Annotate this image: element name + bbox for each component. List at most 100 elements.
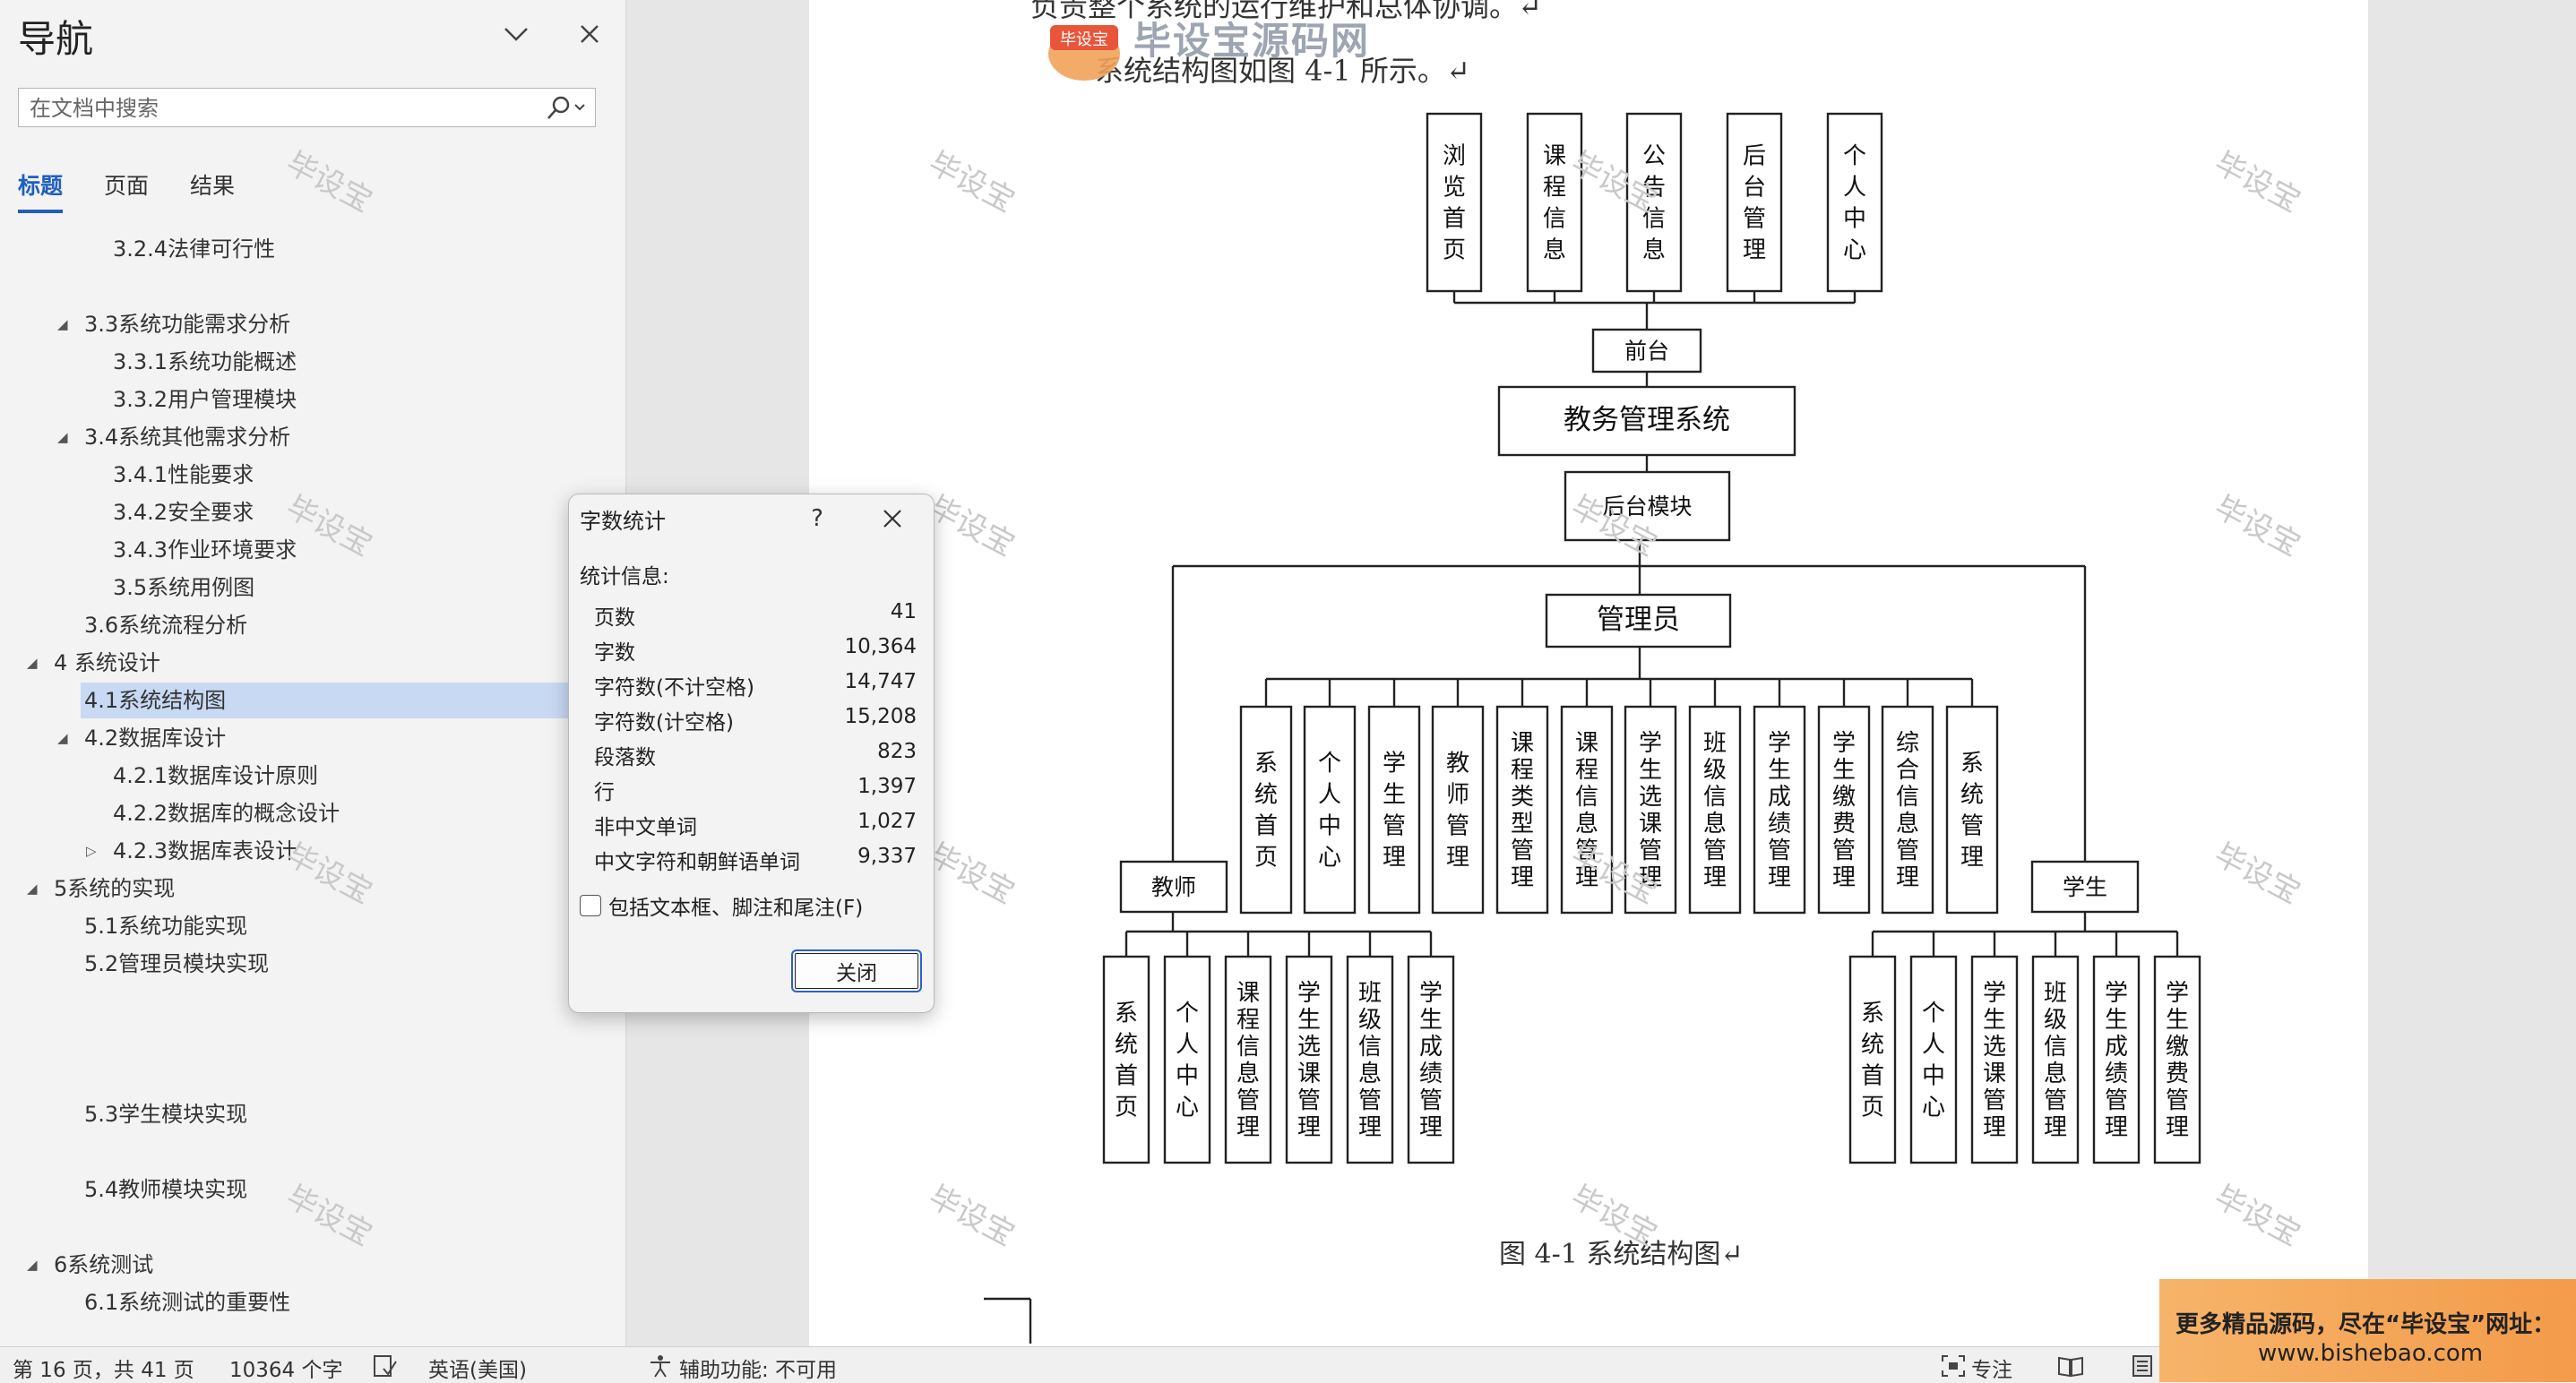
word-count[interactable]: 10364 个字: [229, 1359, 343, 1382]
nav-heading-item[interactable]: 3.4系统其他需求分析: [84, 425, 291, 450]
nav-heading-item[interactable]: 5系统的实现: [54, 876, 176, 901]
nav-heading-item[interactable]: 3.6系统流程分析: [84, 613, 248, 638]
accessibility-icon[interactable]: [647, 1354, 674, 1383]
front-label: 前台: [1624, 339, 1669, 365]
dialog-close-icon[interactable]: [870, 496, 915, 541]
tab-headings[interactable]: 标题: [18, 168, 64, 213]
language-indicator[interactable]: 英语(美国): [428, 1359, 527, 1382]
collapse-arrow-icon[interactable]: ◢: [27, 1257, 38, 1273]
nav-heading-item[interactable]: 3.3.1系统功能概述: [113, 349, 297, 374]
focus-mode[interactable]: 专注: [1971, 1359, 2012, 1382]
promo-url[interactable]: www.bishebao.com: [2258, 1340, 2484, 1367]
accessibility-status[interactable]: 辅助功能: 不可用: [679, 1359, 838, 1382]
nav-heading-item[interactable]: 5.4教师模块实现: [84, 1177, 248, 1202]
include-textboxes-option[interactable]: 包括文本框、脚注和尾注(F): [580, 890, 863, 921]
collapse-arrow-icon[interactable]: ◢: [27, 880, 38, 897]
admin-item-label: 个人中心: [1318, 751, 1341, 872]
logo-badge: 毕设宝: [1060, 30, 1108, 49]
teacher-item-box: [1407, 955, 1455, 1164]
root-label: 教务管理系统: [1564, 404, 1730, 436]
nav-heading-item[interactable]: 3.4.3作业环境要求: [113, 537, 297, 563]
back-module-box: [1564, 470, 1731, 542]
search-icon: [547, 96, 585, 119]
collapse-arrow-icon[interactable]: ◢: [57, 730, 68, 746]
expand-arrow-icon[interactable]: ▷: [86, 843, 97, 859]
nav-heading-item[interactable]: 4.2.2数据库的概念设计: [113, 801, 340, 826]
read-mode-icon[interactable]: [2057, 1354, 2084, 1383]
dialog-title: 字数统计: [580, 509, 666, 534]
nav-heading-item[interactable]: 6.1系统测试的重要性: [84, 1290, 291, 1315]
site-logo: 毕设宝: [1048, 25, 1120, 81]
admin-item-box: [1945, 705, 1999, 915]
page-count[interactable]: 第 16 页，共 41 页: [13, 1359, 194, 1382]
nav-heading-item[interactable]: 5.1系统功能实现: [84, 914, 248, 939]
include-checkbox[interactable]: [580, 895, 601, 916]
teacher-item-label: 班级信息管理: [1358, 980, 1382, 1141]
admin-item-box: [1367, 705, 1421, 915]
print-layout-icon[interactable]: [2131, 1354, 2154, 1383]
stat-value: 1,397: [857, 775, 917, 798]
nav-heading-item[interactable]: 3.5系统用例图: [113, 575, 255, 600]
nav-heading-item[interactable]: 4.2.1数据库设计原则: [113, 763, 319, 788]
stat-label: 行: [594, 781, 615, 804]
nav-heading-item[interactable]: 3.2.4法律可行性: [113, 236, 276, 262]
teacher-item-box: [1163, 955, 1211, 1164]
stat-value: 14,747: [844, 670, 917, 693]
system-structure-diagram: 浏览首页课程信息公告信息后台管理个人中心前台教务管理系统后台模块管理员系统首页个…: [984, 112, 2201, 1344]
nav-heading-item[interactable]: 3.3.2用户管理模块: [113, 387, 297, 412]
nav-heading-item[interactable]: 3.4.2安全要求: [113, 500, 254, 525]
front-item-box: [1426, 112, 1483, 293]
nav-heading-item[interactable]: 4 系统设计: [54, 650, 160, 675]
nav-close-icon[interactable]: [572, 16, 607, 52]
teacher-item-box: [1346, 955, 1394, 1164]
tab-pages[interactable]: 页面: [104, 173, 150, 199]
stat-value: 823: [877, 740, 917, 763]
student-item-label: 学生成绩管理: [2105, 980, 2128, 1141]
nav-heading-item[interactable]: 4.2.3数据库表设计: [113, 838, 297, 863]
nav-heading-item[interactable]: 6系统测试: [54, 1252, 154, 1277]
front-item-label: 浏览首页: [1443, 143, 1466, 264]
teacher-label: 教师: [1151, 874, 1196, 900]
help-button[interactable]: ?: [811, 505, 823, 532]
collapse-arrow-icon[interactable]: ◢: [57, 429, 68, 445]
admin-item-label: 系统管理: [1960, 751, 1984, 872]
front-item-box: [1526, 112, 1583, 293]
proofing-icon[interactable]: [373, 1354, 398, 1383]
search-dropdown-button[interactable]: [541, 92, 591, 123]
nav-heading-item[interactable]: 4.1系统结构图: [81, 683, 572, 718]
include-label: 包括文本框、脚注和尾注(F): [608, 897, 864, 920]
nav-heading-item[interactable]: 4.2数据库设计: [84, 726, 227, 751]
student-item-label: 学生缴费管理: [2166, 980, 2189, 1141]
admin-item-box: [1495, 705, 1549, 915]
teacher-item-label: 系统首页: [1115, 1001, 1138, 1121]
teacher-item-label: 学生选课管理: [1297, 980, 1321, 1141]
front-item-label: 个人中心: [1843, 143, 1866, 264]
student-box: [2030, 860, 2140, 914]
tab-results[interactable]: 结果: [190, 173, 236, 199]
admin-item-label: 学生成绩管理: [1768, 730, 1791, 891]
admin-item-box: [1817, 705, 1871, 915]
nav-heading-item[interactable]: 5.2管理员模块实现: [84, 951, 270, 976]
stat-value: 10,364: [844, 635, 917, 658]
promo-banner[interactable]: 更多精品源码，尽在“毕设宝”网址： www.bishebao.com: [2159, 1279, 2576, 1382]
nav-heading-item[interactable]: 3.3系统功能需求分析: [84, 312, 291, 337]
nav-heading-item[interactable]: 3.4.1性能要求: [113, 462, 254, 487]
search-input[interactable]: [28, 89, 542, 128]
logo-text: 毕设宝源码网: [1133, 19, 1371, 63]
admin-item-box: [1688, 705, 1742, 915]
nav-options-chevron-icon[interactable]: [498, 16, 534, 52]
teacher-item-box: [1224, 955, 1272, 1164]
focus-icon[interactable]: [1941, 1354, 1966, 1383]
nav-heading-item[interactable]: 5.3学生模块实现: [84, 1102, 248, 1127]
collapse-arrow-icon[interactable]: ◢: [57, 316, 68, 332]
teacher-item-box: [1102, 955, 1150, 1164]
stat-label: 字数: [594, 641, 635, 665]
body-text-line: 负责整个系统的运行维护和总体协调。↵: [1030, 0, 1542, 23]
stat-value: 1,027: [857, 810, 917, 833]
nav-title: 导航: [18, 17, 94, 61]
admin-item-label: 学生管理: [1383, 751, 1406, 872]
close-button[interactable]: 关闭: [791, 949, 922, 992]
collapse-arrow-icon[interactable]: ◢: [27, 655, 38, 671]
